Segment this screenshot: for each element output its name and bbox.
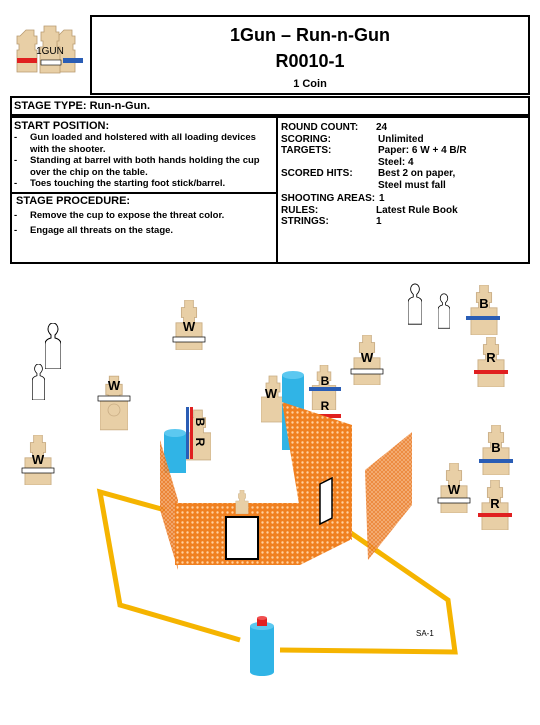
logo: 1GUN: [14, 24, 86, 80]
targets-value-paper: Paper: 6 W + 4 B/R: [378, 145, 467, 156]
target-letter: W: [32, 452, 45, 467]
target-letter: R: [486, 350, 496, 365]
barricade-far-panel: [365, 432, 412, 560]
title-box: 1Gun – Run-n-Gun R0010-1 1 Coin: [90, 15, 530, 95]
section-divider: [12, 192, 276, 194]
paper-target-w: W: [350, 335, 384, 385]
scored-hits-value: Best 2 on paper,: [378, 168, 456, 179]
paper-target-b: B R: [185, 407, 211, 461]
paper-target-r: R: [478, 480, 512, 530]
targets-label: TARGETS:: [281, 145, 332, 156]
list-item: Gun loaded and holstered with all loadin…: [14, 132, 272, 155]
round-count-value: 24: [376, 122, 388, 133]
start-position-section: START POSITION: Gun loaded and holstered…: [14, 120, 272, 190]
strings-value: 1: [376, 216, 382, 227]
target-letter: B: [479, 296, 488, 311]
steel-target: [32, 364, 45, 400]
paper-target-w: W: [172, 300, 206, 350]
stage-procedure-section: STAGE PROCEDURE: Remove the cup to expos…: [14, 195, 272, 236]
list-item: Engage all threats on the stage.: [14, 225, 272, 237]
barricade-corner-wall: [300, 480, 350, 565]
target-letter: W: [361, 350, 374, 365]
scored-hits-value-2: Steel must fall: [378, 179, 446, 191]
round-count-label: ROUND COUNT:: [281, 122, 359, 133]
target-letter: W: [448, 482, 461, 497]
window-port: [319, 476, 333, 526]
logo-text: 1GUN: [36, 46, 64, 57]
stage-procedure-heading: STAGE PROCEDURE:: [16, 195, 131, 207]
paper-target-w: W: [437, 463, 471, 513]
start-barrel: [250, 616, 274, 676]
scoring-value: Unlimited: [378, 133, 424, 145]
steel-target: [45, 323, 61, 369]
target-letter: B: [321, 374, 330, 388]
scoring-label: SCORING:: [281, 133, 331, 145]
steel-target: [408, 283, 422, 325]
shooting-areas-value: 1: [379, 193, 385, 204]
coin-label: 1 Coin: [293, 78, 327, 90]
target-letter: W: [183, 319, 196, 334]
panel-divider: [276, 118, 278, 262]
start-position-heading: START POSITION:: [14, 120, 110, 132]
rules-value: Latest Rule Book: [376, 204, 458, 216]
paper-target-w: W: [97, 375, 131, 431]
barrel-back-left: [164, 429, 186, 473]
target-letter: B: [491, 440, 500, 455]
stage-type: STAGE TYPE: Run-n-Gun.: [14, 100, 151, 112]
target-letter: R: [490, 496, 500, 511]
list-item: Toes touching the starting foot stick/ba…: [14, 178, 272, 190]
targets-value-steel: Steel: 4: [378, 156, 414, 168]
scored-hits-label: SCORED HITS:: [281, 168, 353, 179]
steel-target: [438, 293, 450, 329]
info-panel: START POSITION: Gun loaded and holstered…: [10, 116, 530, 264]
paper-target-b: B: [466, 285, 500, 335]
barricade-left-panel: [160, 440, 178, 570]
shooting-area-label: SA-1: [416, 629, 434, 638]
paper-target-w: W: [261, 375, 285, 423]
list-item: Remove the cup to expose the threat colo…: [14, 210, 272, 222]
paper-target-w: W: [21, 435, 55, 485]
target-letter: R: [193, 438, 207, 447]
target-letter: W: [265, 386, 278, 401]
paper-target-r: R: [474, 337, 508, 387]
list-item: Standing at barrel with both hands holdi…: [14, 155, 272, 178]
rules-label: RULES:: [281, 204, 319, 216]
stage-diagram: W W W W W W B: [0, 265, 540, 720]
target-letter: B: [193, 418, 207, 427]
shooting-areas-label: SHOOTING AREAS:: [281, 193, 376, 204]
stage-code: R0010-1: [275, 51, 345, 71]
target-letter: R: [321, 399, 330, 413]
window-port: [225, 516, 259, 560]
paper-target-w: [235, 490, 249, 514]
target-letter: W: [108, 378, 121, 393]
strings-label: STRINGS:: [281, 216, 329, 227]
page-title: 1Gun – Run-n-Gun: [230, 25, 390, 45]
paper-target-b: B R: [309, 365, 341, 418]
paper-target-b: B: [479, 425, 513, 475]
stage-type-bar: STAGE TYPE: Run-n-Gun.: [10, 96, 530, 116]
